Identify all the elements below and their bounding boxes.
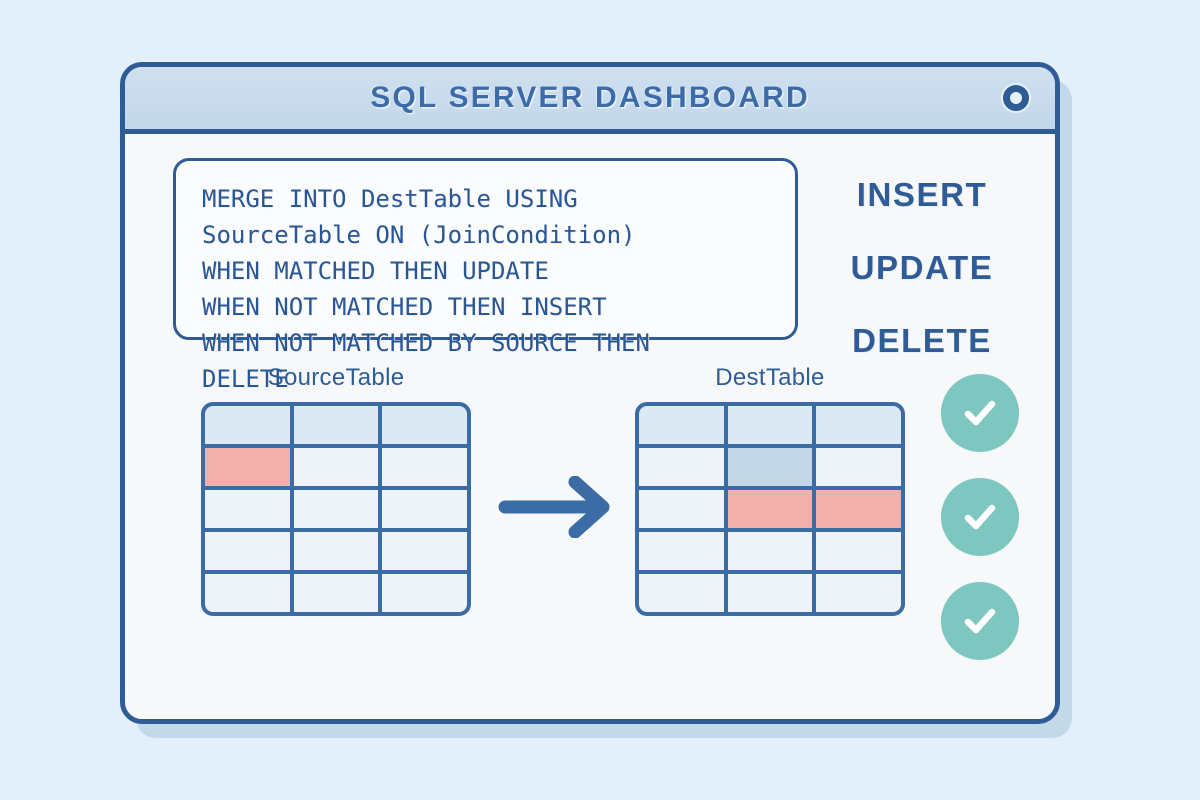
grid-cell-default	[382, 490, 467, 528]
grid-cell-highlight-pink	[816, 490, 901, 528]
ring-icon[interactable]	[1003, 85, 1029, 111]
source-table-grid[interactable]	[201, 402, 471, 616]
grid-cell-header	[639, 406, 724, 444]
action-insert[interactable]: INSERT	[856, 176, 988, 213]
source-table-caption: SourceTable	[267, 364, 405, 391]
grid-cell-header	[816, 406, 901, 444]
action-update[interactable]: UPDATE	[850, 249, 994, 286]
grid-cell-default	[205, 490, 290, 528]
sql-code-line: DELETE	[202, 365, 289, 393]
grid-cell-default	[727, 574, 813, 612]
check-circle-icon	[941, 582, 1019, 660]
grid-cell-default	[816, 448, 901, 486]
sql-code-line: MERGE INTO DestTable USING	[202, 185, 578, 213]
sql-code-line: WHEN MATCHED THEN UPDATE	[202, 257, 549, 285]
grid-cell-default	[727, 532, 813, 570]
grid-cell-default	[293, 574, 379, 612]
sql-code-panel[interactable]: MERGE INTO DestTable USING SourceTable O…	[173, 158, 798, 393]
grid-cell-highlight-blue	[727, 448, 813, 486]
merge-diagram: SourceTable DestTable	[125, 364, 1055, 694]
sql-code-line: WHEN NOT MATCHED BY SOURCE THEN	[202, 329, 650, 357]
grid-cell-default	[639, 532, 724, 570]
grid-cell-default	[205, 574, 290, 612]
grid-cell-header	[382, 406, 467, 444]
window-body: MERGE INTO DestTable USING SourceTable O…	[125, 134, 1055, 719]
grid-cell-default	[639, 490, 724, 528]
action-list: INSERT UPDATE DELETE	[817, 176, 1027, 360]
window-title: SQL SERVER DASHBOARD	[370, 81, 810, 114]
grid-cell-highlight-pink	[727, 490, 813, 528]
grid-cell-highlight-pink	[205, 448, 290, 486]
sql-code-line: WHEN NOT MATCHED THEN INSERT	[202, 293, 607, 321]
check-circle-icon	[941, 478, 1019, 556]
grid-cell-header	[293, 406, 379, 444]
dest-table-grid[interactable]	[635, 402, 905, 616]
check-circle-icon	[941, 374, 1019, 452]
right-arrow-icon	[497, 475, 627, 539]
sql-code-line: SourceTable ON (JoinCondition)	[202, 221, 636, 249]
dest-table-caption: DestTable	[715, 364, 825, 391]
grid-cell-default	[205, 532, 290, 570]
grid-cell-default	[293, 448, 379, 486]
grid-cell-default	[382, 574, 467, 612]
action-delete[interactable]: DELETE	[852, 322, 992, 359]
grid-cell-default	[293, 490, 379, 528]
title-bar: SQL SERVER DASHBOARD	[125, 67, 1055, 134]
grid-cell-default	[293, 532, 379, 570]
grid-cell-default	[816, 532, 901, 570]
grid-cell-default	[639, 574, 724, 612]
grid-cell-default	[816, 574, 901, 612]
grid-cell-default	[382, 448, 467, 486]
grid-cell-header	[727, 406, 813, 444]
source-table-block: SourceTable	[201, 364, 471, 616]
grid-cell-header	[205, 406, 290, 444]
status-check-list	[941, 374, 1019, 660]
dest-table-block: DestTable	[635, 364, 905, 616]
grid-cell-default	[639, 448, 724, 486]
grid-cell-default	[382, 532, 467, 570]
app-window: SQL SERVER DASHBOARD MERGE INTO DestTabl…	[120, 62, 1060, 724]
